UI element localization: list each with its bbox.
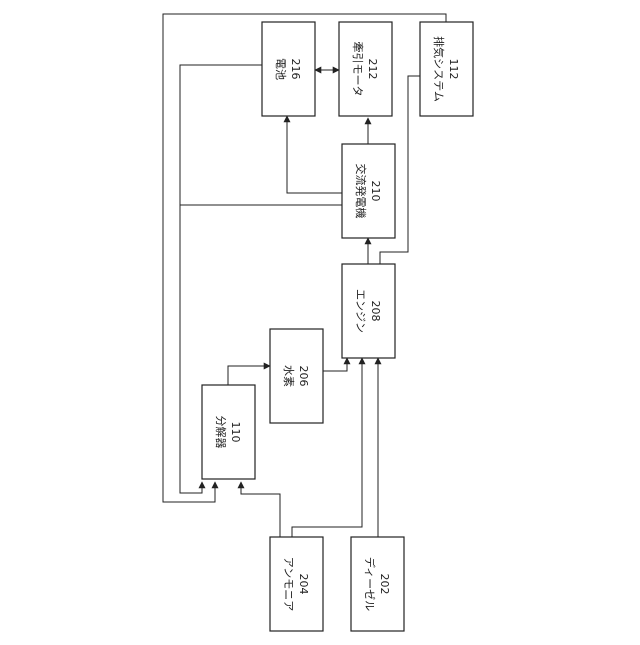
ammonia-label: アンモニア xyxy=(282,557,295,612)
exhaust-system-label: 排気システム xyxy=(432,36,446,102)
exhaust-system-number: 112 xyxy=(447,59,460,80)
traction-motor-label: 牽引モータ xyxy=(351,42,365,97)
diesel-block xyxy=(351,537,404,631)
cracker-label: 分解器 xyxy=(214,416,228,449)
battery-block xyxy=(262,22,315,116)
cracker-number: 110 xyxy=(229,422,242,443)
diesel-label: ディーゼル xyxy=(363,557,377,611)
cracker-to-hydrogen-line xyxy=(228,366,270,385)
hydrogen-to-engine-line xyxy=(323,358,347,371)
traction-motor-number: 212 xyxy=(366,59,379,80)
alternator-label: 交流発電機 xyxy=(354,164,368,219)
alternator-block xyxy=(342,144,395,238)
alternator-to-battery-line xyxy=(287,116,342,193)
engine-number: 208 xyxy=(369,301,382,322)
cracker-block xyxy=(202,385,255,479)
alternator-number: 210 xyxy=(369,181,382,202)
engine-block xyxy=(342,264,395,358)
diesel-number: 202 xyxy=(378,574,391,595)
exhaust-system-block xyxy=(420,22,473,116)
hydrogen-label: 水素 xyxy=(282,365,295,387)
engine-label: エンジン xyxy=(354,289,367,333)
traction-motor-block xyxy=(339,22,392,116)
hydrogen-number: 206 xyxy=(297,366,310,387)
ammonia-block xyxy=(270,537,323,631)
battery-label: 電池 xyxy=(274,58,287,80)
battery-number: 216 xyxy=(289,59,302,80)
ammonia-number: 204 xyxy=(297,574,310,595)
ammonia-to-cracker-line xyxy=(241,482,280,537)
hydrogen-block xyxy=(270,329,323,423)
